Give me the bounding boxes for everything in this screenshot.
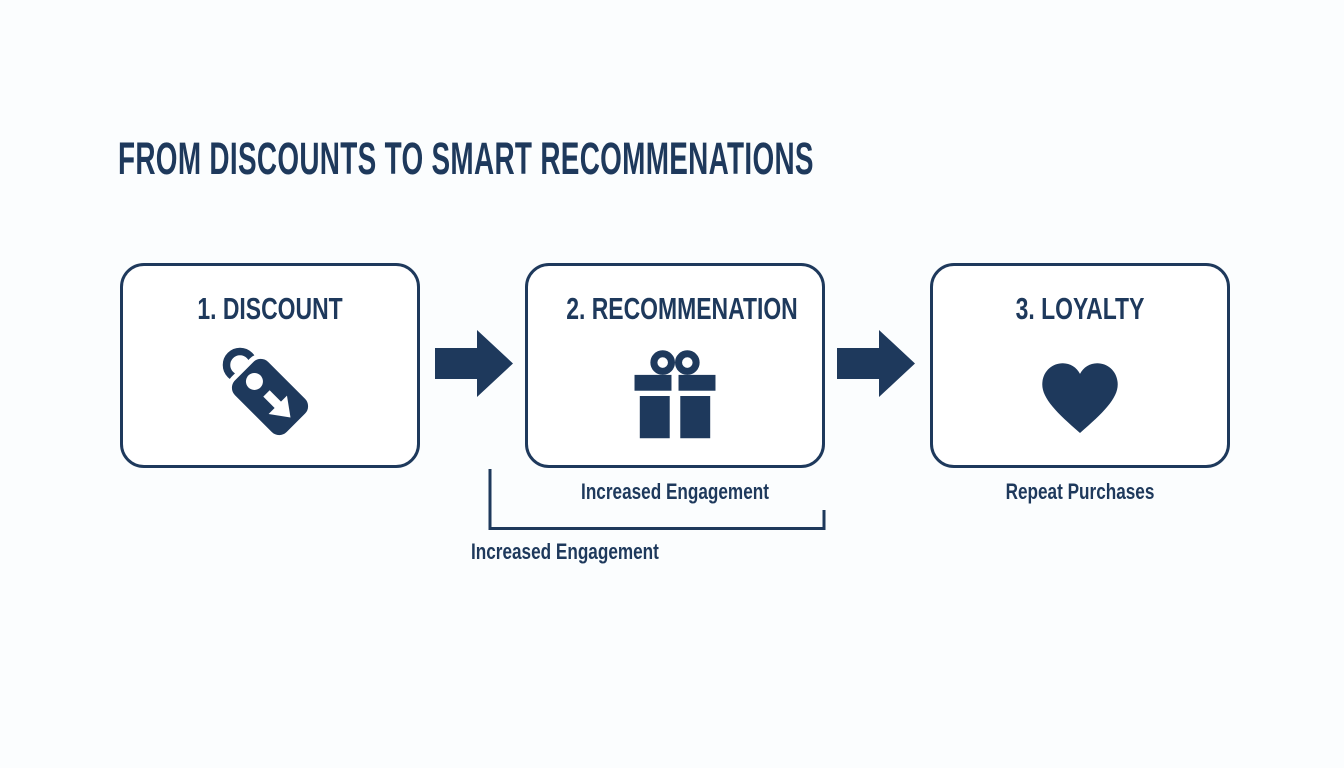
step-label-discount: 1. DISCOUNT xyxy=(197,291,343,326)
flow-arrow-icon xyxy=(837,330,915,397)
step-box-discount: 1. DISCOUNT xyxy=(120,263,420,468)
step-box-loyalty: 3. LOYALTY xyxy=(930,263,1230,468)
heart-icon xyxy=(1042,363,1118,433)
price-tag-icon xyxy=(222,347,314,441)
diagram-title: FROM DISCOUNTS TO SMART RECOMMENATIONS xyxy=(118,133,814,184)
flow-arrow-icon xyxy=(435,330,513,397)
step-label-recommendation: 2. RECOMMENATION xyxy=(566,291,798,326)
step-caption-repeat-purchases: Repeat Purchases xyxy=(1005,479,1155,504)
bracket-line xyxy=(488,469,826,530)
step-box-recommendation: 2. RECOMMENATION xyxy=(525,263,825,468)
bracket-label-engagement: Increased Engagement xyxy=(471,539,659,564)
step-caption-engagement: Increased Engagement xyxy=(581,479,769,504)
gift-icon xyxy=(634,350,716,439)
step-label-loyalty: 3. LOYALTY xyxy=(1015,291,1145,326)
